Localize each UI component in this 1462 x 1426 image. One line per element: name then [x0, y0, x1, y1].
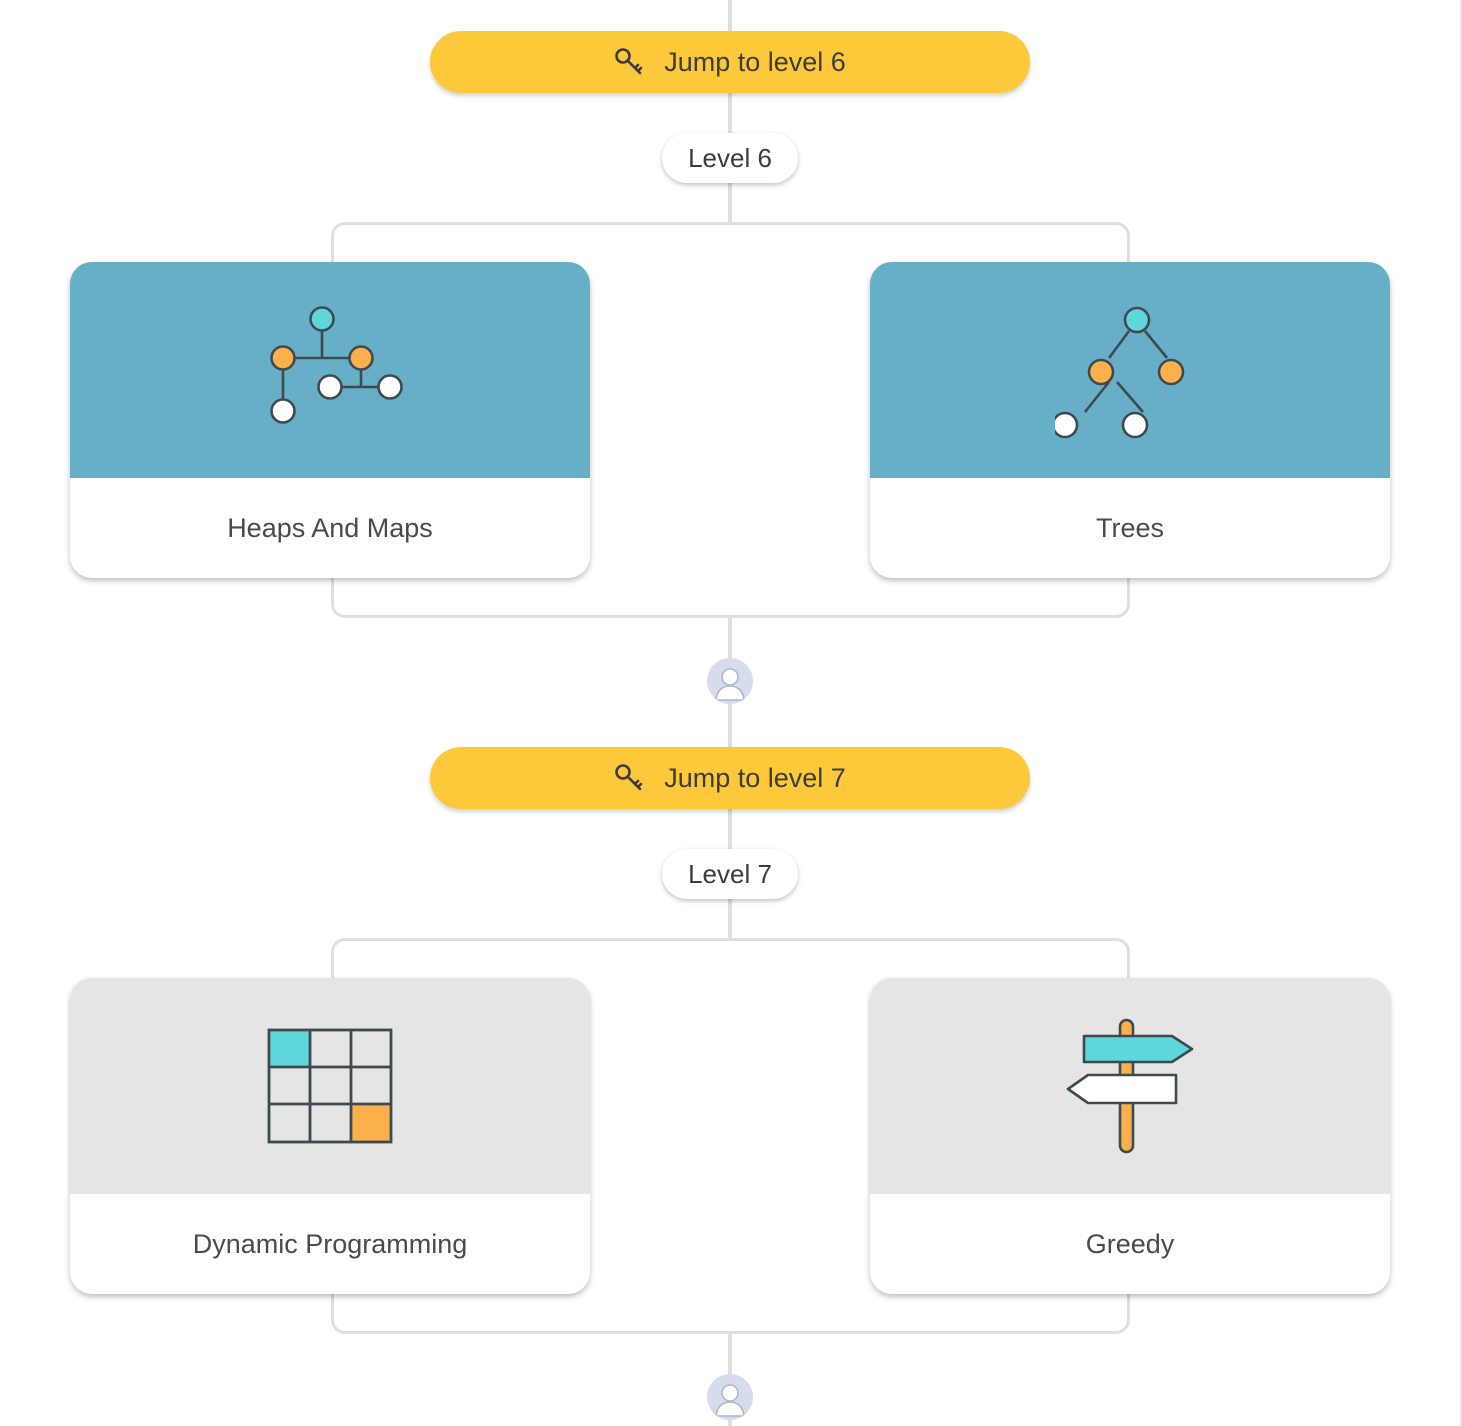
card-title: Greedy: [1085, 1228, 1175, 1259]
grid-icon: [267, 1028, 393, 1144]
jump-to-level-6-button[interactable]: Jump to level 6: [430, 31, 1030, 93]
heap-icon: [270, 306, 403, 424]
topic-card-greedy[interactable]: Greedy: [870, 978, 1390, 1294]
user-avatar: [707, 658, 753, 704]
card-banner: [70, 978, 590, 1194]
jump-button-label: Jump to level 6: [664, 46, 846, 77]
card-banner: [70, 262, 590, 478]
tree-icon: [1055, 306, 1185, 439]
card-banner: [870, 978, 1390, 1194]
level-label-text: Level 6: [688, 142, 772, 173]
level-7-label: Level 7: [662, 849, 798, 899]
key-icon: [615, 764, 643, 791]
card-title: Dynamic Programming: [192, 1228, 468, 1259]
user-icon: [708, 659, 752, 703]
card-title: Heaps And Maps: [227, 512, 433, 543]
topic-card-heaps-and-maps[interactable]: Heaps And Maps: [70, 262, 590, 578]
signpost-icon: [1066, 1018, 1194, 1154]
jump-button-label: Jump to level 7: [664, 762, 846, 793]
user-avatar: [707, 1374, 753, 1420]
card-title: Trees: [1095, 512, 1164, 543]
card-banner: [870, 262, 1390, 478]
topic-card-dynamic-programming[interactable]: Dynamic Programming: [70, 978, 590, 1294]
path-line: [728, 0, 732, 224]
level-6-label: Level 6: [662, 133, 798, 183]
topic-card-trees[interactable]: Trees: [870, 262, 1390, 578]
jump-to-level-7-button[interactable]: Jump to level 7: [430, 747, 1030, 809]
key-icon: [615, 48, 643, 75]
page-edge: [1460, 0, 1462, 1426]
level-label-text: Level 7: [688, 858, 772, 889]
user-icon: [708, 1375, 752, 1419]
